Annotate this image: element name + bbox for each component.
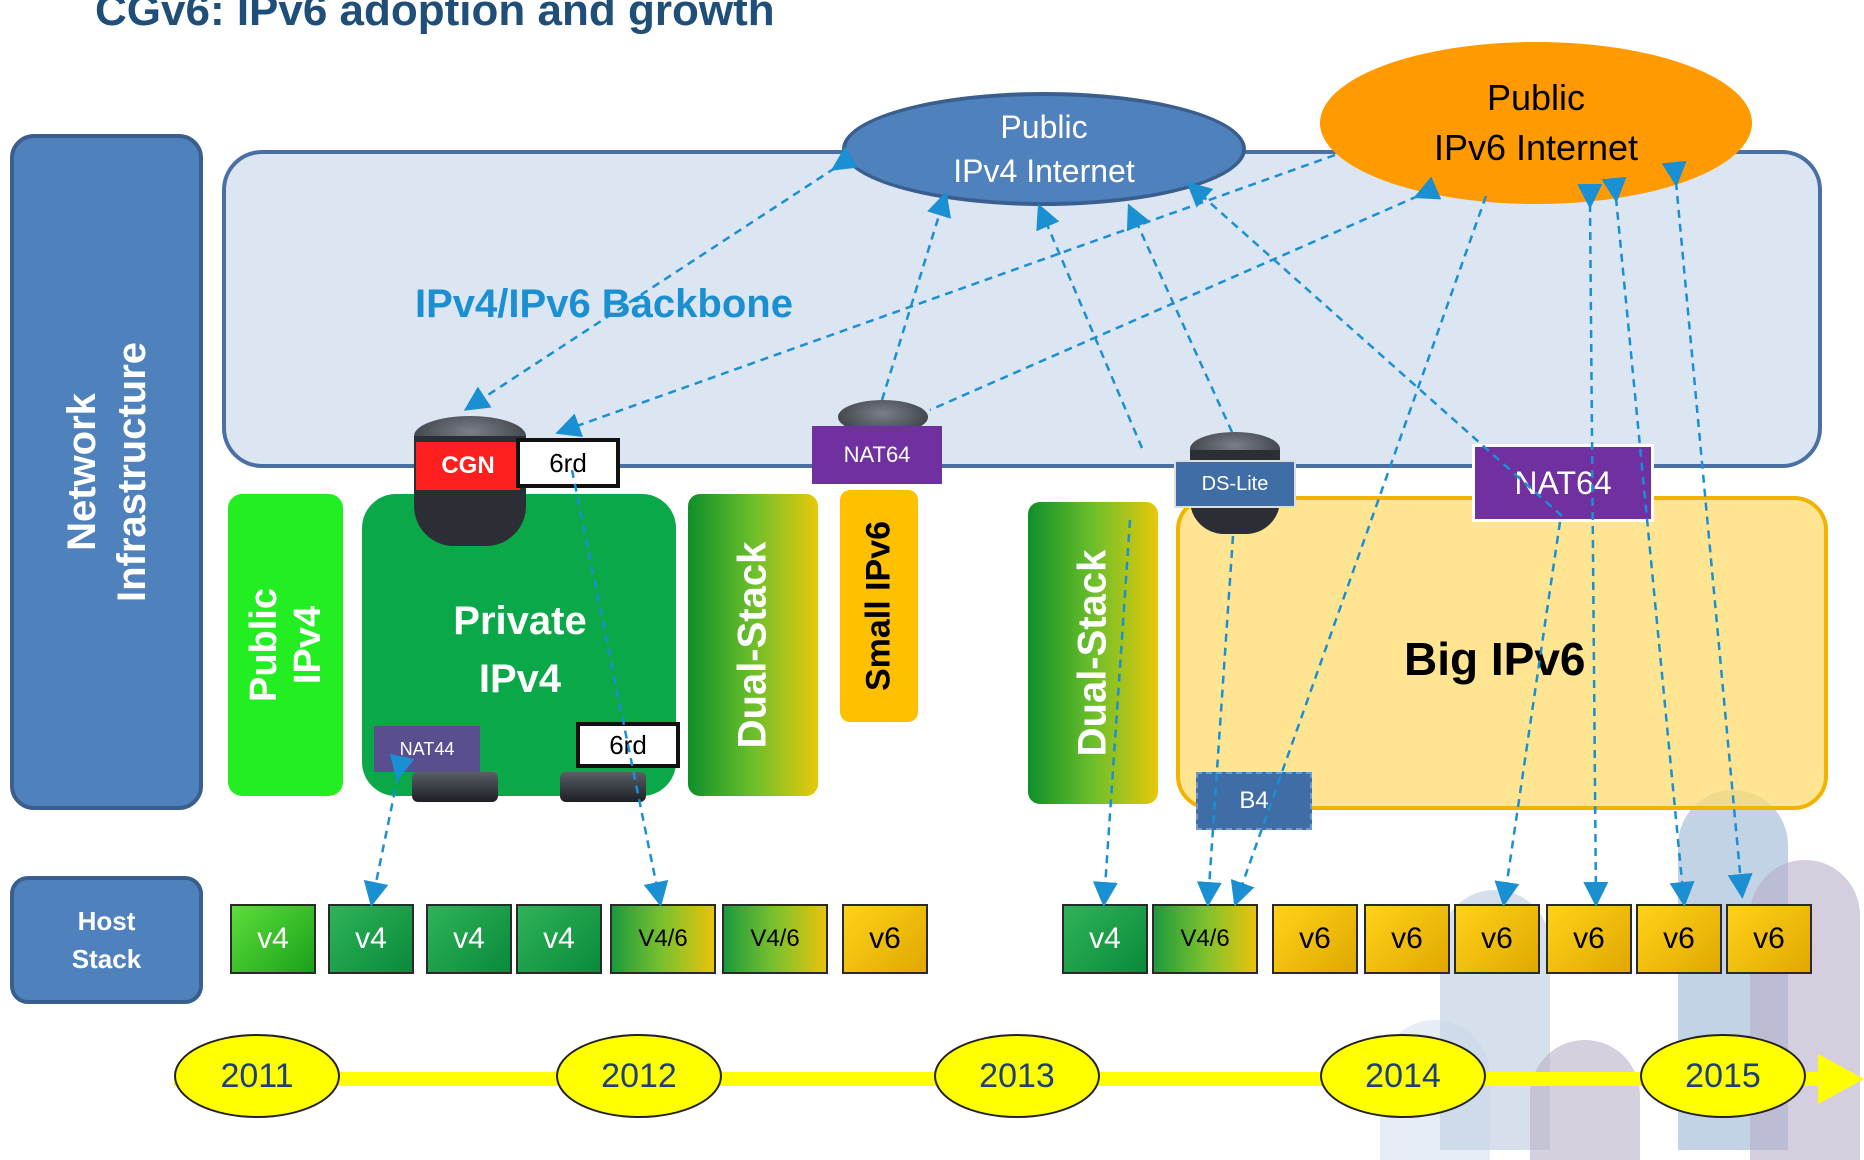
arrow-6rd-ipv6 [555, 153, 1336, 438]
host-stack-box: Host Stack [10, 876, 203, 1004]
arrow-nat64big-ipv4 [1186, 181, 1563, 517]
year-2015: 2015 [1640, 1034, 1806, 1118]
page-title: CGv6: IPv6 adoption and growth [95, 0, 775, 35]
sixrd-server-icon [560, 772, 646, 802]
arrow-dslite-ipv4 [1126, 203, 1234, 433]
dual-stack-zone-2: Dual-Stack [1028, 502, 1158, 804]
public-ipv4-internet-label: Public IPv4 Internet [953, 109, 1135, 189]
arrow-cgn-ipv4 [463, 146, 859, 411]
arrow-ipv6-host-13 [1577, 183, 1609, 907]
year-2011: 2011 [174, 1034, 340, 1118]
arrow-nat64-host [1494, 521, 1562, 907]
public-ipv6-internet-label: Public IPv6 Internet [1433, 77, 1639, 168]
host-cell-10: v6 [1272, 904, 1358, 974]
b4-label: B4 [1196, 772, 1312, 830]
arrow-dual1-ipv4 [1036, 203, 1144, 449]
connection-arrows [363, 146, 1753, 907]
timeline-arrowhead [1818, 1054, 1864, 1104]
host-cell-3: v4 [426, 904, 512, 974]
arrow-nat64-ipv4 [880, 191, 952, 401]
private-ipv4-label: Private IPv4 [453, 599, 587, 701]
nat64-small-label: NAT64 [812, 426, 942, 484]
arrow-ipv6-host-15 [1661, 160, 1753, 899]
host-cell-11: v6 [1364, 904, 1450, 974]
public-ipv4-zone: Public IPv4 [228, 494, 343, 796]
year-2012: 2012 [556, 1034, 722, 1118]
big-ipv6-label: Big IPv6 [1404, 633, 1586, 685]
arrow-dslite-host [1196, 535, 1235, 907]
host-cell-4: v4 [516, 904, 602, 974]
host-cell-2: v4 [328, 904, 414, 974]
year-2014: 2014 [1320, 1034, 1486, 1118]
host-stack-label: Host Stack [71, 906, 142, 974]
host-cell-6: V4/6 [722, 904, 828, 974]
public-ipv6-internet-cloud: Public IPv6 Internet [1320, 42, 1752, 204]
ds-lite-label: DS-Lite [1174, 460, 1296, 508]
host-cell-7: v6 [842, 904, 928, 974]
host-cell-5: V4/6 [610, 904, 716, 974]
arrow-nat44-host [363, 753, 415, 907]
host-cell-13: v6 [1546, 904, 1632, 974]
nat44-server-icon [412, 772, 498, 802]
small-ipv6-zone: Small IPv6 [840, 490, 918, 722]
arrow-6rd-host [570, 469, 669, 907]
sixrd-top-label: 6rd [516, 438, 620, 488]
cgn-label: CGN [416, 442, 520, 490]
arrow-ipv6-host-14 [1601, 176, 1695, 907]
host-cell-15: v6 [1726, 904, 1812, 974]
host-cell-8: v4 [1062, 904, 1148, 974]
host-cell-1: v4 [230, 904, 316, 974]
network-infrastructure-box: Network Infrastructure [10, 134, 203, 810]
dual-stack-zone-1: Dual-Stack [688, 494, 818, 796]
arrow-ipv6-dual [1230, 195, 1488, 907]
arrow-dual2-host [1092, 519, 1132, 907]
